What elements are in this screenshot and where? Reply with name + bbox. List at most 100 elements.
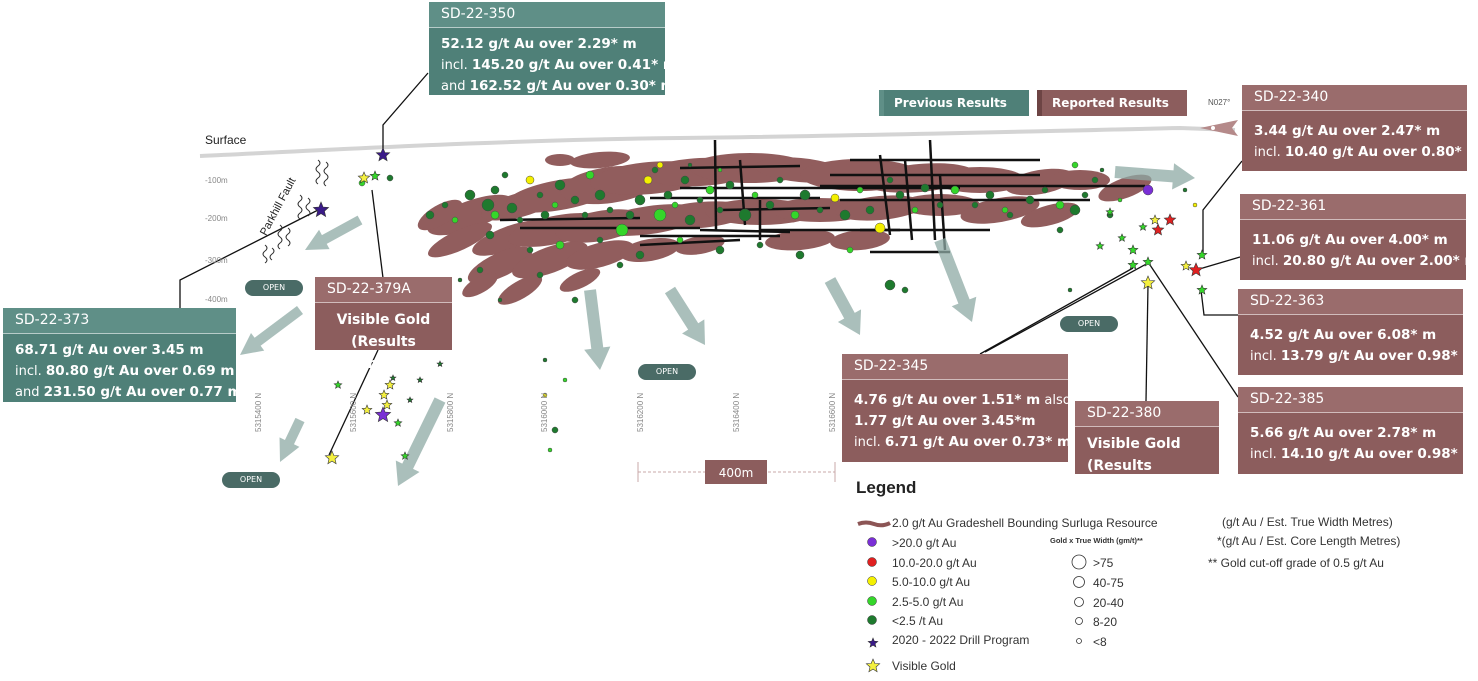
- resource-blob: [960, 196, 1040, 224]
- drill-star: [400, 451, 410, 460]
- resource-blob: [467, 246, 533, 284]
- drill-star: [406, 396, 414, 403]
- assay-dot: [656, 161, 664, 169]
- callout-sd-22-380: SD-22-380 Visible Gold (Results Pending): [1075, 401, 1219, 496]
- assay-dot: [643, 175, 653, 185]
- assay-dot: [971, 201, 979, 209]
- assay-dot: [680, 175, 690, 185]
- legend-shell-swatch: [857, 520, 891, 528]
- assay-dot: [1067, 287, 1073, 293]
- resource-blob: [545, 154, 575, 166]
- assay-dot: [571, 296, 579, 304]
- result-prefix: incl.: [1250, 349, 1281, 364]
- assay-dot: [839, 209, 851, 221]
- fault-trace: [262, 159, 329, 264]
- assay-dot: [551, 201, 559, 209]
- northing-label: 5315600 N: [349, 392, 358, 432]
- callout-sd-22-361: SD-22-361 11.06 g/t Au over 4.00* m incl…: [1240, 194, 1478, 280]
- assay-dot: [594, 189, 606, 201]
- drill-star: [1138, 222, 1148, 231]
- legend-drill-star: [867, 637, 879, 648]
- callout-title: SD-22-350: [429, 2, 665, 28]
- drill-star: [393, 418, 403, 427]
- assay-dot: [490, 185, 500, 195]
- legend-size-label: 8-20: [1093, 615, 1118, 629]
- legend-size-circle: [1074, 597, 1084, 607]
- assay-dot: [790, 210, 800, 220]
- assay-dot: [606, 206, 614, 214]
- assay-dot: [615, 223, 629, 237]
- drill-star: [416, 376, 424, 383]
- drill-star: [1127, 244, 1139, 255]
- open-pill: OPEN: [1060, 316, 1118, 332]
- scale-label-bg: [705, 460, 767, 484]
- assay-dot: [725, 180, 735, 190]
- assay-dot: [581, 211, 589, 219]
- drill-star: [1127, 259, 1139, 270]
- assay-dot: [526, 246, 534, 254]
- result-line: 4.52 g/t Au over 6.08* m: [1250, 327, 1437, 343]
- drill-trace: [713, 139, 718, 231]
- callout-sd-22-350: SD-22-350 52.12 g/t Au over 2.29* m incl…: [429, 2, 677, 95]
- leader-line: [328, 349, 379, 456]
- legend-size-title: Gold x True Width (gm/t)**: [1050, 536, 1143, 545]
- previous-results-tag: Previous Results: [879, 90, 1029, 116]
- result-prefix: incl.: [441, 58, 472, 73]
- assay-dot: [738, 208, 752, 222]
- assay-dot: [1001, 206, 1009, 214]
- assay-dot: [756, 241, 764, 249]
- legend-10-20-label: 10.0-20.0 g/t Au: [892, 556, 977, 570]
- visible-gold-star: [357, 171, 371, 184]
- open-arrow: [824, 277, 862, 335]
- legend-dot: [867, 537, 877, 547]
- leader-line: [979, 267, 1134, 355]
- leader-line: [179, 207, 323, 308]
- assay-dot: [536, 191, 544, 199]
- assay-dot: [687, 162, 693, 168]
- callout-sd-22-340: SD-22-340 3.44 g/t Au over 2.47* m incl.…: [1242, 85, 1478, 171]
- assay-dot: [765, 200, 775, 210]
- leader-line: [984, 261, 1151, 353]
- legend-note: (g/t Au / Est. True Width Metres): [1222, 515, 1393, 529]
- assay-dot: [1117, 197, 1123, 203]
- result-line: Visible Gold: [336, 312, 431, 328]
- assay-dot: [536, 271, 544, 279]
- drill-trace: [639, 238, 741, 247]
- assay-dot: [451, 216, 459, 224]
- result-line: 162.52 g/t Au over 0.30* m: [469, 78, 675, 94]
- assay-dot: [481, 198, 495, 212]
- assay-dot: [585, 170, 595, 180]
- legend-5-10-label: 5.0-10.0 g/t Au: [892, 575, 971, 589]
- legend-note: ** Gold cut-off grade of 0.5 g/t Au: [1208, 556, 1384, 570]
- assay-dot: [501, 171, 509, 179]
- callout-sd-22-363: SD-22-363 4.52 g/t Au over 6.08* m incl.…: [1238, 289, 1477, 375]
- assay-dot: [457, 277, 463, 283]
- assay-dot: [830, 193, 840, 203]
- result-prefix: and: [15, 385, 44, 400]
- northing-label: 5316000 N: [540, 392, 549, 432]
- result-line: 1.77 g/t Au over 3.45*m: [854, 413, 1036, 429]
- depth-label: -200m: [205, 214, 228, 223]
- north-arrow: [1200, 120, 1238, 136]
- legend-2-5-5-label: 2.5-5.0 g/t Au: [892, 595, 964, 609]
- drill-star: [1142, 256, 1154, 267]
- visible-gold-star: [1140, 275, 1156, 290]
- assay-dot: [716, 206, 724, 214]
- assay-dot: [950, 185, 960, 195]
- assay-dot: [816, 206, 824, 214]
- depth-label: -400m: [205, 295, 228, 304]
- assay-dot: [1099, 167, 1105, 173]
- drill-trace: [719, 206, 831, 212]
- result-prefix: incl.: [1254, 145, 1285, 160]
- open-direction-arrows: [240, 163, 1195, 486]
- assay-dot: [684, 214, 696, 226]
- result-prefix: incl.: [15, 364, 46, 379]
- open-pill: OPEN: [245, 280, 303, 296]
- assay-dot: [799, 189, 811, 201]
- legend-size-label: >75: [1093, 556, 1114, 570]
- callout-title: SD-22-373: [3, 308, 236, 334]
- assay-dots: [358, 161, 1198, 453]
- leader-line: [1202, 160, 1243, 253]
- result-line: (Results Pending): [348, 334, 419, 372]
